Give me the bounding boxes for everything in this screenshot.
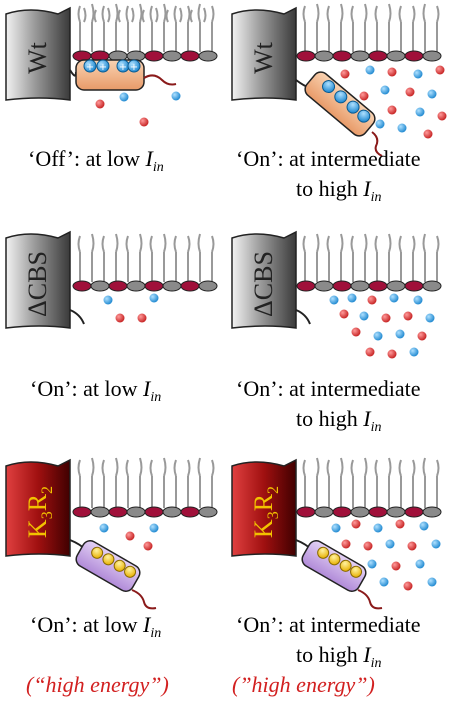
panel-k3r2-low: K3R2 ‘On’: at low Iin (“high energy”) [5, 457, 218, 697]
svg-text:+: + [119, 62, 127, 73]
svg-text:+: + [99, 62, 107, 73]
lipid-tails [77, 3, 215, 52]
channel-body [231, 6, 297, 101]
channel-body [5, 6, 71, 101]
ions [329, 293, 435, 359]
caption-line-1: ‘On’: at intermediate [236, 146, 420, 171]
ions [99, 523, 159, 551]
panel-wt-off: Wt ++++ ‘Off’: at low Iin [5, 3, 218, 175]
channel-body [5, 230, 71, 329]
channel-label: Wt [249, 41, 278, 74]
caption: ‘Off’: at low Iin [28, 146, 164, 175]
footnote-left: (“high energy”) [26, 672, 169, 697]
svg-text:+: + [130, 62, 138, 73]
channel-body [5, 458, 71, 557]
cbs-domain [304, 71, 376, 137]
caption: ‘On’: at low Iin [30, 376, 161, 405]
positive-charges [83, 59, 141, 73]
channel-label: ΔCBS [249, 251, 278, 317]
panel-k3r2-high: K3R2 ‘On’: at inter [231, 457, 442, 697]
lipid-heads [72, 50, 218, 62]
linker [69, 69, 77, 77]
panel-dcbs-high: ΔCBS ‘On’: at intermediate to high Iin [231, 230, 442, 435]
footnote-right: (”high energy”) [232, 672, 375, 697]
caption-line-2: to high Iin [296, 406, 381, 435]
channel-label: K3R2 [249, 486, 282, 538]
tail [143, 74, 177, 86]
svg-text:+: + [86, 62, 94, 73]
lipid-heads [296, 50, 442, 62]
caption-line-2: to high Iin [296, 642, 381, 671]
ions [340, 65, 447, 139]
lipid-heads [72, 280, 218, 292]
lipid-heads [72, 506, 218, 518]
cbs-domain [301, 540, 367, 592]
ions [331, 519, 441, 591]
caption-line-2: to high Iin [296, 176, 381, 205]
cbs-domain [75, 540, 141, 592]
lipid-heads [296, 506, 442, 518]
channel-body [231, 230, 297, 329]
panel-wt-on: Wt ‘On’: at intermediate [231, 3, 447, 205]
lipid-heads [296, 280, 442, 292]
channel-body [231, 458, 297, 557]
caption: ‘On’: at low Iin [30, 612, 161, 641]
ions [103, 293, 159, 323]
panel-dcbs-low: ΔCBS ‘On’: at low Iin [5, 230, 218, 405]
channel-label: ΔCBS [23, 251, 52, 317]
channel-label: Wt [23, 41, 52, 74]
ions [95, 91, 181, 127]
caption-line-1: ‘On’: at intermediate [236, 612, 420, 637]
channel-label: K3R2 [23, 486, 56, 538]
caption-line-1: ‘On’: at intermediate [236, 376, 420, 401]
